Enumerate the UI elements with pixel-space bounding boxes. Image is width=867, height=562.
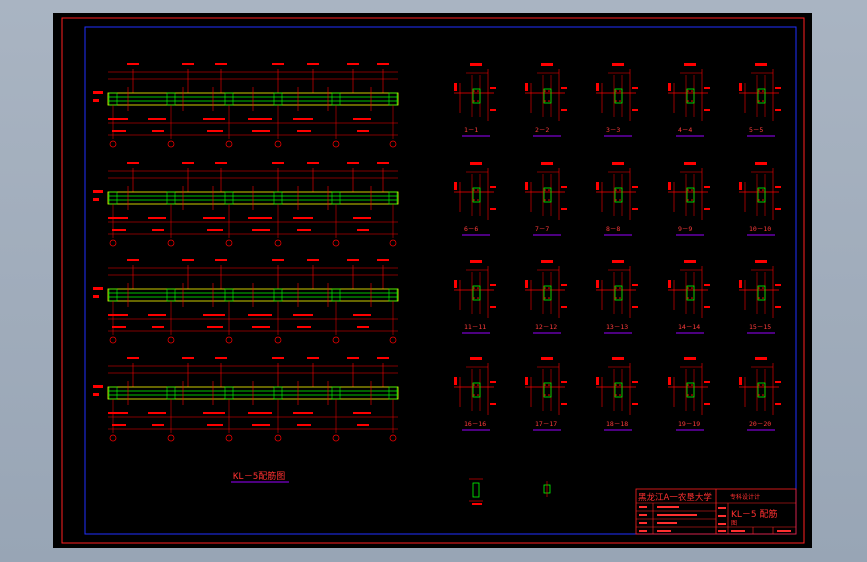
title-dept: 专科设计计 — [730, 493, 760, 501]
section-detail — [525, 63, 567, 121]
inner-frame — [84, 26, 797, 535]
section-detail — [739, 162, 781, 220]
section-label: 18－18 — [606, 420, 628, 428]
beam-elevations — [93, 63, 399, 442]
drawing-sheet: KL－5配筋图 黑龙江A一农垦大学 专科设计计 KL－5 配筋 图 1－1 2－2… — [53, 13, 812, 548]
outer-frame — [61, 17, 805, 544]
beam-elevation-4 — [93, 357, 399, 442]
section-detail — [596, 162, 638, 220]
stirrup-detail — [472, 482, 480, 498]
section-detail — [525, 260, 567, 318]
section-label: 12－12 — [535, 323, 557, 331]
title-company: 黑龙江A一农垦大学 — [638, 492, 712, 503]
section-label: 7－7 — [535, 225, 549, 233]
section-detail — [668, 63, 710, 121]
section-label: 13－13 — [606, 323, 628, 331]
section-label: 20－20 — [749, 420, 771, 428]
section-label: 17－17 — [535, 420, 557, 428]
section-detail — [525, 162, 567, 220]
section-label: 9－9 — [678, 225, 692, 233]
section-detail — [454, 162, 496, 220]
section-detail — [525, 357, 567, 415]
title-block: 黑龙江A一农垦大学 专科设计计 KL－5 配筋 图 — [635, 488, 797, 535]
section-label: 11－11 — [464, 323, 486, 331]
section-detail — [454, 260, 496, 318]
section-label: 14－14 — [678, 323, 700, 331]
section-label: 10－10 — [749, 225, 771, 233]
section-detail — [739, 63, 781, 121]
section-labels: 1－1 2－2 3－3 4－4 5－5 6－6 7－7 8－8 9－9 10－10 11－11 12－… — [462, 126, 775, 431]
cad-canvas: KL－5配筋图 黑龙江A一农垦大学 专科设计计 KL－5 配筋 图 1－1 2－2… — [61, 17, 805, 544]
beam-elevation-3 — [93, 259, 399, 344]
section-label: 2－2 — [535, 126, 549, 134]
title-drawing-name-2: 图 — [731, 520, 737, 527]
section-label: 5－5 — [749, 126, 763, 134]
section-detail — [668, 162, 710, 220]
title-drawing-name: KL－5 配筋 — [731, 508, 778, 520]
extra-details — [469, 478, 551, 505]
section-detail — [454, 357, 496, 415]
beam-elevation-1 — [93, 63, 399, 148]
section-label: 4－4 — [678, 126, 692, 134]
drawing-caption: KL－5配筋图 — [233, 470, 285, 482]
section-detail — [596, 63, 638, 121]
section-label: 8－8 — [606, 225, 620, 233]
section-detail — [668, 357, 710, 415]
section-label: 6－6 — [464, 225, 478, 233]
section-label: 16－16 — [464, 420, 486, 428]
section-detail — [739, 357, 781, 415]
section-label: 15－15 — [749, 323, 771, 331]
section-label: 3－3 — [606, 126, 620, 134]
section-detail — [454, 63, 496, 121]
section-detail — [739, 260, 781, 318]
section-label: 1－1 — [464, 126, 478, 134]
section-detail — [668, 260, 710, 318]
section-detail — [596, 357, 638, 415]
section-details — [454, 63, 781, 415]
section-detail — [596, 260, 638, 318]
section-label: 19－19 — [678, 420, 700, 428]
beam-elevation-2 — [93, 162, 399, 247]
